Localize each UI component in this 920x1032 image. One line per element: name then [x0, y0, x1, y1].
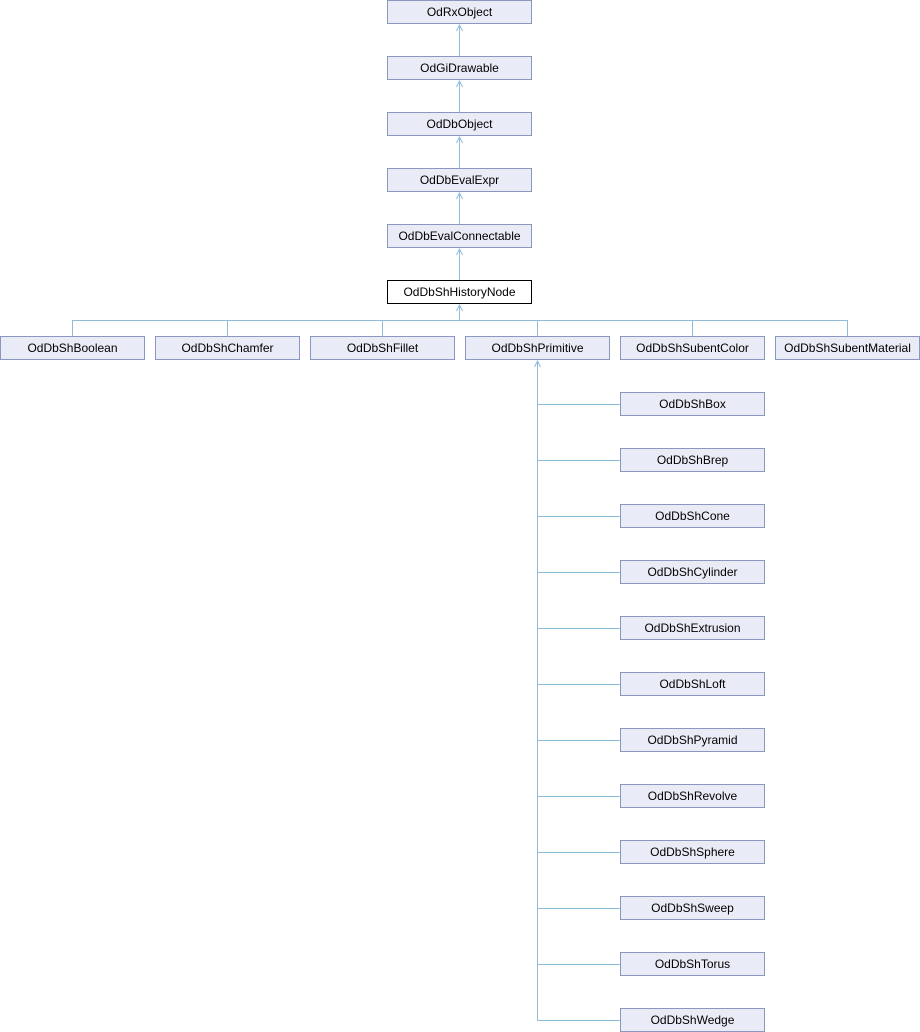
class-node-oddbshpyramid[interactable]: OdDbShPyramid [620, 728, 765, 752]
class-node-oddbevalconnectable[interactable]: OdDbEvalConnectable [387, 224, 532, 248]
class-node-oddbshloft[interactable]: OdDbShLoft [620, 672, 765, 696]
class-node-oddbshhistorynode-current: OdDbShHistoryNode [387, 280, 532, 304]
class-node-odrxobject[interactable]: OdRxObject [387, 0, 532, 24]
class-node-oddbshchamfer[interactable]: OdDbShChamfer [155, 336, 300, 360]
inheritance-arrowhead [456, 191, 463, 200]
class-node-oddbshrevolve[interactable]: OdDbShRevolve [620, 784, 765, 808]
class-node-oddbshsubentcolor[interactable]: OdDbShSubentColor [620, 336, 765, 360]
class-node-oddbshsphere[interactable]: OdDbShSphere [620, 840, 765, 864]
class-node-oddbshextrusion[interactable]: OdDbShExtrusion [620, 616, 765, 640]
class-node-oddbevalexpr[interactable]: OdDbEvalExpr [387, 168, 532, 192]
class-node-odgidrawable[interactable]: OdGiDrawable [387, 56, 532, 80]
class-node-oddbshfillet[interactable]: OdDbShFillet [310, 336, 455, 360]
inheritance-arrowhead [456, 79, 463, 88]
inheritance-arrowhead [456, 247, 463, 256]
class-node-oddbshtorus[interactable]: OdDbShTorus [620, 952, 765, 976]
class-node-oddbshsubentmaterial[interactable]: OdDbShSubentMaterial [775, 336, 920, 360]
class-node-oddbshwedge[interactable]: OdDbShWedge [620, 1008, 765, 1032]
class-node-oddbshcylinder[interactable]: OdDbShCylinder [620, 560, 765, 584]
class-node-oddbshcone[interactable]: OdDbShCone [620, 504, 765, 528]
inheritance-arrowhead [456, 23, 463, 32]
class-node-oddbshsweep[interactable]: OdDbShSweep [620, 896, 765, 920]
class-node-oddbshprimitive[interactable]: OdDbShPrimitive [465, 336, 610, 360]
class-node-oddbshbox[interactable]: OdDbShBox [620, 392, 765, 416]
class-node-oddbshboolean[interactable]: OdDbShBoolean [0, 336, 145, 360]
class-node-oddbobject[interactable]: OdDbObject [387, 112, 532, 136]
inheritance-arrowhead [456, 135, 463, 144]
class-node-oddbshbrep[interactable]: OdDbShBrep [620, 448, 765, 472]
